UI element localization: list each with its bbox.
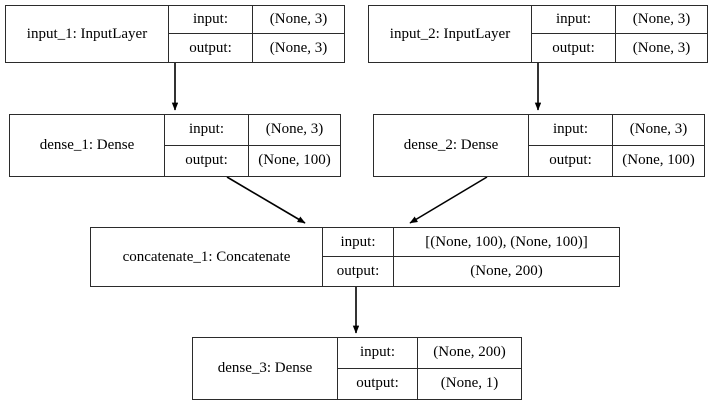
node-dense-1-input-row: input: (None, 3) bbox=[165, 115, 340, 146]
node-concatenate-1-input-label: input: bbox=[323, 228, 394, 256]
node-input-1[interactable]: input_1: InputLayer input: (None, 3) out… bbox=[5, 5, 345, 63]
node-input-1-title: input_1: InputLayer bbox=[6, 6, 169, 62]
node-input-2-input-row: input: (None, 3) bbox=[532, 6, 707, 34]
node-input-1-output-label: output: bbox=[169, 34, 253, 62]
node-dense-3-output-row: output: (None, 1) bbox=[338, 368, 521, 399]
node-dense-2-input-label: input: bbox=[529, 115, 613, 145]
node-concatenate-1-io: input: [(None, 100), (None, 100)] output… bbox=[323, 228, 619, 286]
node-input-1-input-row: input: (None, 3) bbox=[169, 6, 344, 34]
node-dense-3-output-shape: (None, 1) bbox=[440, 375, 499, 392]
node-dense-1-output-label: output: bbox=[165, 145, 249, 176]
edge-dense2-concat bbox=[409, 176, 488, 224]
node-dense-3-io: input: (None, 200) output: (None, 1) bbox=[338, 338, 521, 399]
node-input-2-output-shape: (None, 3) bbox=[632, 39, 691, 56]
node-concatenate-1-title: concatenate_1: Concatenate bbox=[91, 228, 323, 286]
node-dense-2-io: input: (None, 3) output: (None, 100) bbox=[529, 115, 704, 176]
node-input-1-input-shape: (None, 3) bbox=[269, 11, 328, 27]
node-dense-2-output-label: output: bbox=[529, 145, 613, 176]
node-dense-3-input-row: input: (None, 200) bbox=[338, 338, 521, 369]
node-dense-1-title: dense_1: Dense bbox=[10, 115, 165, 176]
node-input-2-io: input: (None, 3) output: (None, 3) bbox=[532, 6, 707, 62]
node-input-2-input-shape: (None, 3) bbox=[632, 11, 691, 27]
node-concatenate-1-output-shape: (None, 200) bbox=[470, 263, 543, 279]
node-concatenate-1-input-shape: [(None, 100), (None, 100)] bbox=[425, 233, 588, 250]
node-dense-2-output-shape: (None, 100) bbox=[622, 152, 695, 169]
node-input-2-title: input_2: InputLayer bbox=[369, 6, 532, 62]
node-input-1-output-row: output: (None, 3) bbox=[169, 34, 344, 62]
node-dense-1-io: input: (None, 3) output: (None, 100) bbox=[165, 115, 340, 176]
node-dense-3-input-label: input: bbox=[338, 338, 418, 368]
node-input-2-input-label: input: bbox=[532, 6, 616, 33]
node-dense-1-input-label: input: bbox=[165, 115, 249, 145]
node-dense-3-title: dense_3: Dense bbox=[193, 338, 338, 399]
node-input-1-output-shape: (None, 3) bbox=[269, 39, 328, 56]
node-concatenate-1-input-row: input: [(None, 100), (None, 100)] bbox=[323, 228, 619, 257]
node-dense-1-output-row: output: (None, 100) bbox=[165, 145, 340, 176]
node-dense-2[interactable]: dense_2: Dense input: (None, 3) output: … bbox=[373, 114, 705, 177]
node-dense-1[interactable]: dense_1: Dense input: (None, 3) output: … bbox=[9, 114, 341, 177]
node-input-1-io: input: (None, 3) output: (None, 3) bbox=[169, 6, 344, 62]
node-dense-3-input-shape: (None, 200) bbox=[433, 344, 506, 361]
node-input-2-output-row: output: (None, 3) bbox=[532, 34, 707, 62]
node-dense-2-input-row: input: (None, 3) bbox=[529, 115, 704, 146]
node-concatenate-1[interactable]: concatenate_1: Concatenate input: [(None… bbox=[90, 227, 620, 287]
edge-dense1-concat bbox=[226, 176, 306, 224]
node-dense-2-input-shape: (None, 3) bbox=[629, 121, 688, 138]
node-dense-2-output-row: output: (None, 100) bbox=[529, 145, 704, 176]
node-input-2-output-label: output: bbox=[532, 34, 616, 62]
node-input-2[interactable]: input_2: InputLayer input: (None, 3) out… bbox=[368, 5, 708, 63]
node-concatenate-1-output-label: output: bbox=[323, 257, 394, 286]
node-dense-2-title: dense_2: Dense bbox=[374, 115, 529, 176]
node-dense-1-input-shape: (None, 3) bbox=[265, 121, 324, 138]
node-dense-1-output-shape: (None, 100) bbox=[258, 152, 331, 169]
node-input-1-input-label: input: bbox=[169, 6, 253, 33]
node-concatenate-1-output-row: output: (None, 200) bbox=[323, 257, 619, 286]
node-dense-3-output-label: output: bbox=[338, 368, 418, 399]
node-dense-3[interactable]: dense_3: Dense input: (None, 200) output… bbox=[192, 337, 522, 400]
